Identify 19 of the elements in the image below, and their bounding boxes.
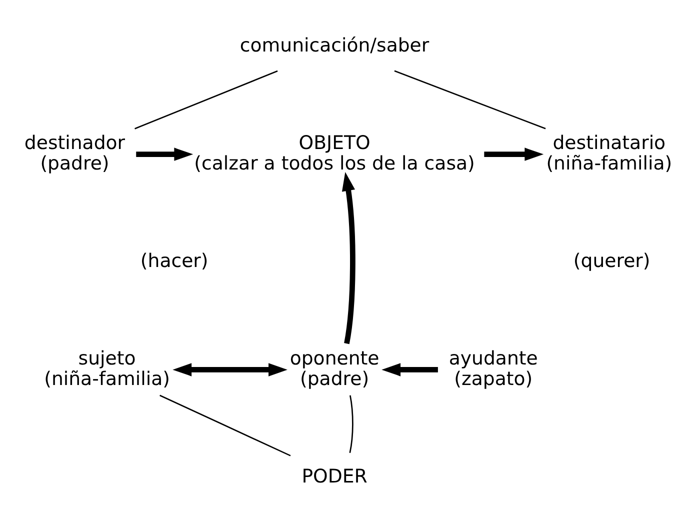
label: (hacer) [140, 250, 208, 272]
node-text: comunicación/saber [240, 36, 430, 57]
node-text: PODER [302, 466, 368, 488]
connector [394, 70, 546, 130]
connector [160, 394, 291, 456]
arrow [136, 148, 194, 161]
node-text: ayudante (zapato) [448, 348, 538, 390]
connector [134, 70, 278, 130]
node-text: destinatario (niña-familia) [546, 133, 672, 174]
arrow [382, 363, 438, 376]
arrow [172, 363, 288, 376]
node-text: sujeto (niña-familia) [44, 348, 170, 390]
node-text: oponente (padre) [290, 348, 380, 390]
connector [349, 395, 354, 454]
arrow [342, 172, 356, 344]
arrow [484, 148, 544, 161]
node-text: OBJETO (calzar a todos los de la casa) [194, 133, 475, 174]
label: (querer) [573, 250, 650, 272]
node-text: destinador (padre) [24, 133, 126, 174]
